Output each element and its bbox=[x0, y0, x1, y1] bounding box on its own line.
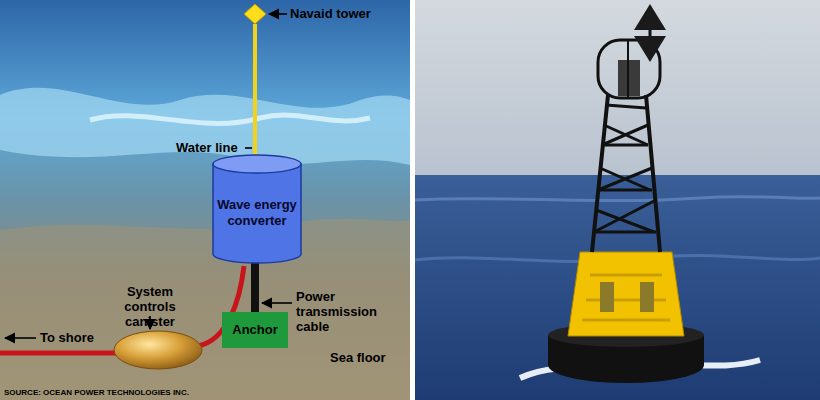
leader-line bbox=[245, 147, 252, 149]
seafloor-label: Sea floor bbox=[330, 350, 405, 365]
node-text: Anchor bbox=[232, 322, 278, 338]
node-text: Wave energy converter bbox=[217, 197, 297, 229]
buoy bbox=[520, 4, 760, 383]
controls-canister bbox=[114, 331, 202, 369]
leader-arrow bbox=[262, 302, 292, 304]
anchor-block: Anchor bbox=[222, 312, 288, 348]
sky bbox=[415, 0, 820, 175]
leader-arrow bbox=[5, 337, 36, 339]
tower-mast bbox=[253, 24, 257, 160]
shore-label: To shore bbox=[40, 330, 110, 345]
swell bbox=[415, 197, 820, 201]
wave-crest bbox=[90, 115, 370, 123]
panel-gap bbox=[410, 0, 415, 400]
cable-label: Power transmission cable bbox=[296, 289, 382, 334]
sea-floor bbox=[0, 219, 410, 400]
leader-arrow bbox=[269, 13, 287, 15]
canister-label: System controls canister bbox=[105, 284, 195, 329]
sea bbox=[415, 175, 820, 400]
tower-label: Navaid tower bbox=[290, 6, 400, 21]
ocean-background bbox=[0, 0, 410, 400]
mooring-pole bbox=[251, 262, 259, 314]
navaid-light bbox=[244, 4, 266, 24]
waterline-label: Water line bbox=[176, 140, 244, 155]
converter-cylinder: Wave energy converter bbox=[212, 154, 302, 264]
wave-surface bbox=[0, 88, 410, 165]
shore-cable bbox=[0, 351, 118, 356]
source-note: SOURCE: OCEAN POWER TECHNOLOGIES INC. bbox=[4, 388, 304, 398]
